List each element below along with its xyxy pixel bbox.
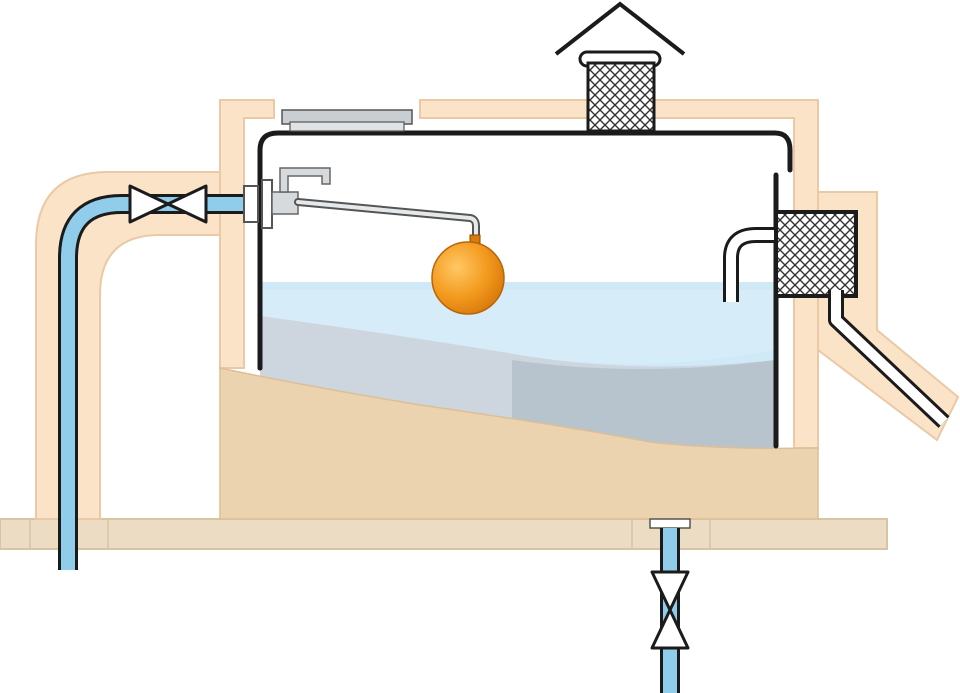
warning-pipe [723,227,786,302]
outlet-valve [650,570,690,650]
overflow-pipe [828,290,950,428]
float-ball [431,234,505,315]
overflow-mesh-filter [774,210,858,298]
vent-mesh-filter [586,61,656,133]
sediment-fill [219,367,819,520]
base-slab [0,518,888,550]
vent-cowl [554,1,686,133]
access-hatch [281,109,413,132]
inlet-valve [128,184,208,224]
inlet-pipe [58,194,248,570]
float-valve [243,167,331,229]
float-arm [294,198,480,244]
